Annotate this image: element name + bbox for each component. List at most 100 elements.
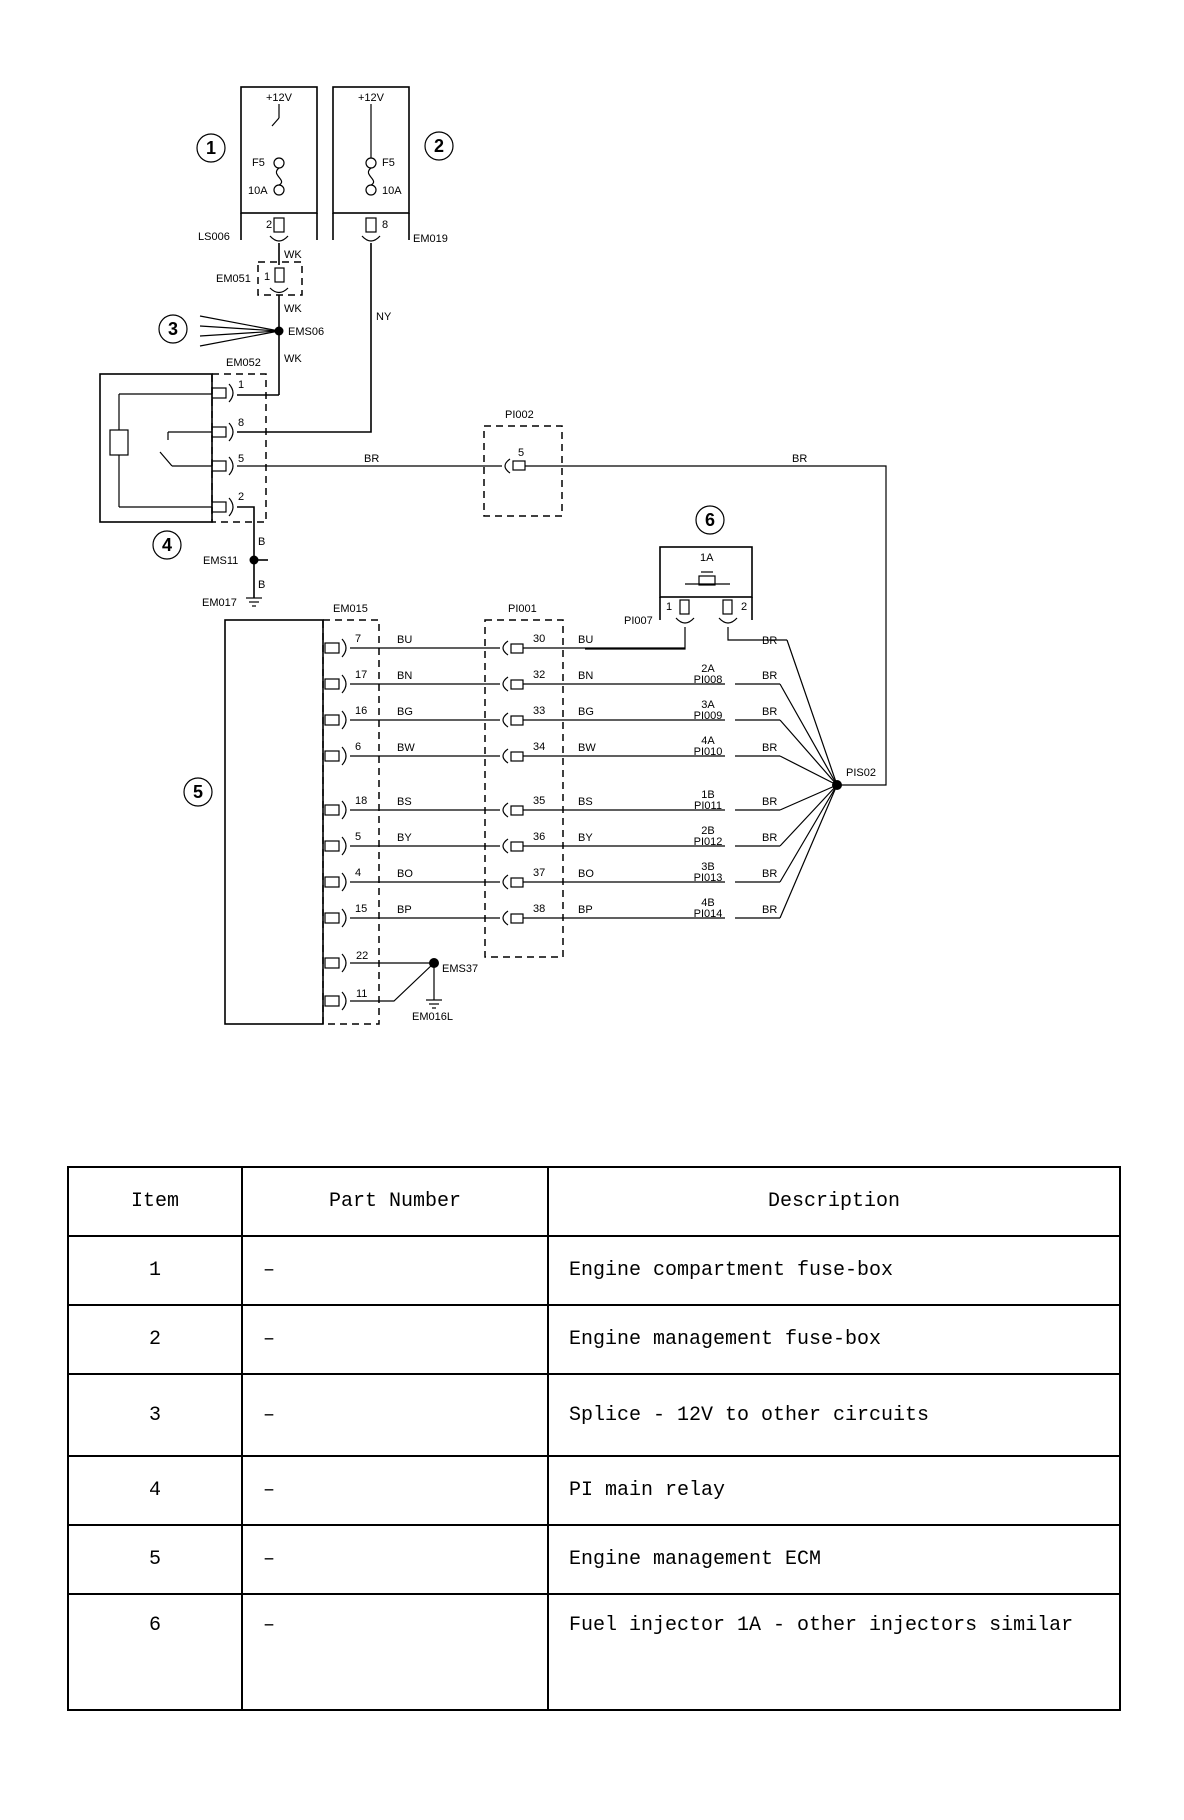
wire-label-wk-3: WK: [284, 353, 302, 365]
fuse-box-1: +12V F5 10A 2 LS006 1: [196, 86, 318, 243]
injector-connector: PI014: [694, 908, 723, 920]
pi001-label: PI001: [508, 603, 537, 615]
ems37-label: EMS37: [442, 963, 478, 975]
splice-wire: [779, 784, 838, 811]
pi001-pin-socket: [510, 805, 524, 816]
part-number-cell: –: [241, 1304, 549, 1375]
ground-wire-2: B: [258, 579, 265, 591]
fuse2-connector: EM019: [413, 233, 448, 245]
ecm-pin-number: 18: [355, 795, 367, 807]
wire-label-wk-1: WK: [284, 249, 302, 261]
callout-3: 3: [168, 319, 178, 339]
col-part-number-header: Part Number: [241, 1166, 549, 1237]
pi001-pin-number: 36: [533, 831, 545, 843]
ecm-pin-socket: [324, 678, 340, 690]
pi001-wire-color: BS: [578, 796, 593, 808]
description-cell: Engine management ECM: [547, 1524, 1121, 1595]
ecm-pin-socket: [324, 804, 340, 816]
ecm-pin-socket: [324, 750, 340, 762]
ecm-wire-color: BG: [397, 706, 413, 718]
table-row: 6 – Fuel injector 1A - other injectors s…: [67, 1593, 1121, 1711]
pi001-contact: [502, 802, 509, 818]
pi001-wire-color: BU: [578, 634, 593, 646]
pi001-wire-color: BN: [578, 670, 593, 682]
ecm-pin-socket: [324, 714, 340, 726]
fuse1-supply: +12V: [266, 92, 293, 104]
wire-label-br-1: BR: [364, 453, 379, 465]
injector-connector: PI010: [694, 746, 723, 758]
callout-6: 6: [705, 510, 715, 530]
injector-id: 3A: [701, 699, 715, 711]
fuse1-pin: 2: [266, 219, 272, 231]
item-cell: 4: [67, 1455, 243, 1526]
ecm-wire-color: BW: [397, 742, 415, 754]
wire-label-br-2: BR: [792, 453, 807, 465]
pi001-contact: [502, 640, 509, 656]
ecm-pin-socket: [324, 642, 340, 654]
relay-pin-2: 2: [238, 491, 244, 503]
ecm-pin-contact: [341, 800, 347, 820]
injector-connector: PI011: [694, 800, 722, 812]
ecm-pin-number: 7: [355, 633, 361, 645]
ground-wire-1: B: [258, 536, 265, 548]
pi001-wire-color: BO: [578, 868, 594, 880]
injector-connector: PI009: [694, 710, 723, 722]
ecm-wire-color: BN: [397, 670, 412, 682]
pi001-contact: [502, 676, 509, 692]
fuel-injector-1a: 6 1A 1 2 PI007: [624, 505, 753, 627]
return-wire-color: BR: [762, 706, 777, 718]
em051-label: EM051: [216, 273, 251, 285]
item-cell: 5: [67, 1524, 243, 1595]
pi001-pin-socket: [510, 841, 524, 852]
ecm-pin-number: 16: [355, 705, 367, 717]
pi001-pin-number: 30: [533, 633, 545, 645]
wire-label-ny: NY: [376, 311, 392, 323]
splice-wire: [779, 784, 838, 919]
em016l-label: EM016L: [412, 1011, 453, 1023]
injector-connector: PI012: [694, 836, 723, 848]
ems06-label: EMS06: [288, 326, 324, 338]
ecm-pin-number: 15: [355, 903, 367, 915]
injector-label: 1A: [700, 552, 714, 564]
injector-pin-2: 2: [741, 601, 747, 613]
pi001-pin-socket: [510, 751, 524, 762]
parts-table: Item Part Number Description 1 – Engine …: [67, 1166, 1121, 1711]
pi002-label: PI002: [505, 409, 534, 421]
fuse1-rating: 10A: [248, 185, 268, 197]
em017-label: EM017: [202, 597, 237, 609]
fuse2-supply: +12V: [358, 92, 385, 104]
fuse1-name: F5: [252, 157, 265, 169]
pi001-contact: [502, 874, 509, 890]
pi001-pin-number: 37: [533, 867, 545, 879]
ems11-label: EMS11: [203, 555, 238, 567]
fuse2-pin: 8: [382, 219, 388, 231]
callout-1: 1: [206, 138, 216, 158]
wire-label-wk-2: WK: [284, 303, 302, 315]
pi001-pin-socket: [510, 679, 524, 690]
part-number-cell: –: [241, 1524, 549, 1595]
callout-5: 5: [193, 782, 203, 802]
injector-connector: PI008: [694, 674, 723, 686]
fuse2-name: F5: [382, 157, 395, 169]
callout-4: 4: [162, 535, 172, 555]
connector-pi002: PI002 5: [483, 409, 563, 517]
ecm-pin-contact: [341, 872, 347, 892]
pi001-pin-socket: [510, 877, 524, 888]
splice-wire: [779, 784, 838, 883]
part-number-cell: –: [241, 1455, 549, 1526]
pi001-pin-socket: [510, 643, 524, 654]
part-number-cell: –: [241, 1593, 549, 1711]
injector-id: 2B: [701, 825, 714, 837]
connector-em051: 1 EM051: [216, 261, 303, 296]
return-wire-color: BR: [762, 670, 777, 682]
item-cell: 6: [67, 1593, 243, 1711]
pi001-contact: [502, 712, 509, 728]
item-cell: 1: [67, 1235, 243, 1306]
wire-label-br-inj: BR: [762, 635, 777, 647]
ecm-wire-color: BP: [397, 904, 412, 916]
pi001-pin-number: 34: [533, 741, 545, 753]
item-cell: 3: [67, 1373, 243, 1457]
part-number-cell: –: [241, 1235, 549, 1306]
fuse-box-2: +12V F5 10A 8 EM019 2: [332, 86, 454, 245]
